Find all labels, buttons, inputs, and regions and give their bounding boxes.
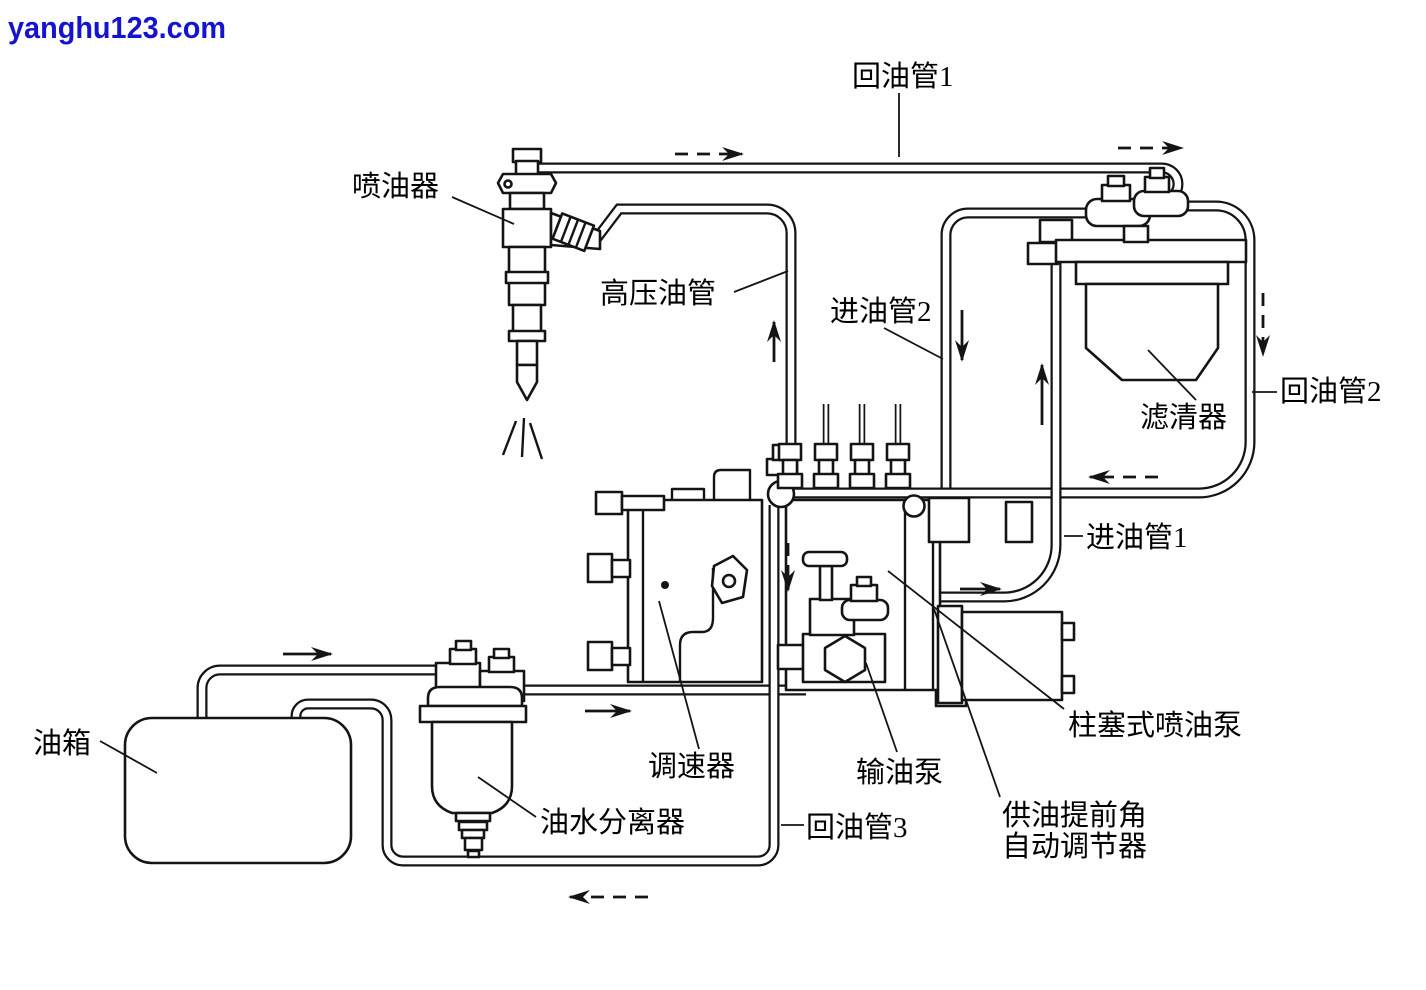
primer-stem: [818, 564, 834, 602]
governor-bolt: [586, 552, 614, 584]
label-advance-regulator-line2: 自动调节器: [1002, 830, 1147, 863]
label-filter: 滤清器: [1140, 401, 1227, 434]
leader-advance-regulator: [933, 608, 1001, 798]
label-fuel-tank: 油箱: [33, 727, 91, 760]
label-governor: 调速器: [648, 751, 735, 783]
leader-injector: [451, 196, 515, 225]
injector: [496, 147, 602, 460]
label-water-separator: 油水分离器: [540, 806, 685, 839]
delivery-valves: [776, 442, 912, 490]
separator-dome: [426, 685, 524, 708]
label-advance-regulator-line1: 供油提前角: [1002, 799, 1147, 832]
advance-regulator: [960, 610, 1064, 702]
label-plunger-pump: 柱塞式喷油泵: [1068, 709, 1242, 742]
high-pressure-pipe: [592, 203, 797, 452]
separator-bowl: [430, 720, 514, 815]
governor: [586, 468, 764, 684]
gallery-elbow: [927, 496, 971, 544]
injector-hex-nut: [496, 172, 558, 195]
injector-body: [501, 207, 553, 249]
leader-high-pressure-pipe: [733, 270, 789, 293]
leader-lines: [99, 93, 1277, 826]
governor-top-bolt: [594, 490, 624, 516]
delivery-valve: [884, 442, 912, 490]
label-return-pipe-3: 回油管3: [806, 811, 908, 844]
watermark-text: yanghu123.com: [8, 10, 226, 45]
primer-handle: [801, 550, 849, 568]
flow-arrows: [283, 141, 1270, 904]
return-pipe-1: [532, 162, 1184, 206]
tank-to-separator-pipe: [196, 664, 444, 724]
filter-side-bolt: [1026, 241, 1060, 266]
label-inlet-pipe-2: 进油管2: [830, 295, 932, 328]
leader-filter: [1147, 349, 1197, 401]
water-separator: [418, 639, 528, 859]
delivery-valve: [812, 442, 840, 490]
delivery-valve: [848, 442, 876, 490]
transfer-pump-inlet: [776, 643, 808, 671]
label-inlet-pipe-1: 进油管1: [1086, 521, 1188, 554]
delivery-valve: [776, 442, 804, 490]
leader-governor: [658, 600, 700, 750]
leader-fuel-tank: [99, 740, 158, 774]
fuel-filter: [1026, 166, 1248, 382]
separator-drain-bolt: [463, 836, 484, 852]
transfer-pump: [776, 550, 890, 684]
governor-bolt: [586, 640, 614, 672]
leader-inlet-pipe-2: [883, 327, 944, 360]
label-return-pipe-1: 回油管1: [852, 60, 954, 93]
pump-top-fitting: [1004, 500, 1034, 544]
spray-lines: [501, 417, 544, 460]
governor-bracket: [670, 468, 752, 500]
injector-nozzle-holder: [515, 339, 539, 367]
governor-pivot: [661, 581, 669, 589]
filter-head-plate: [1054, 238, 1248, 264]
filter-cup: [1084, 282, 1220, 382]
filter-right-banjo: [1132, 189, 1190, 218]
injector-union-nut: [551, 212, 596, 253]
label-injector: 喷油器: [352, 170, 439, 203]
separator-flange: [418, 704, 528, 724]
label-transfer-pump: 输油泵: [856, 756, 943, 789]
pipes: [196, 162, 1256, 867]
leader-water-separator: [477, 776, 537, 818]
leader-plunger-pump: [887, 570, 1065, 710]
transfer-pump-banjo: [840, 598, 890, 622]
label-high-pressure-pipe: 高压油管: [600, 277, 716, 310]
injector-nozzle-tip: [515, 363, 539, 402]
label-return-pipe-2: 回油管2: [1280, 375, 1382, 408]
leader-transfer-pump: [865, 662, 898, 753]
labels: yanghu123.com 回油管1 喷油器 高压油管 进油管2 滤清器 回油管…: [8, 10, 1382, 863]
gallery-fitting: [902, 494, 926, 518]
fuel-tank: [123, 716, 353, 865]
transfer-pump-hex: [823, 634, 867, 684]
